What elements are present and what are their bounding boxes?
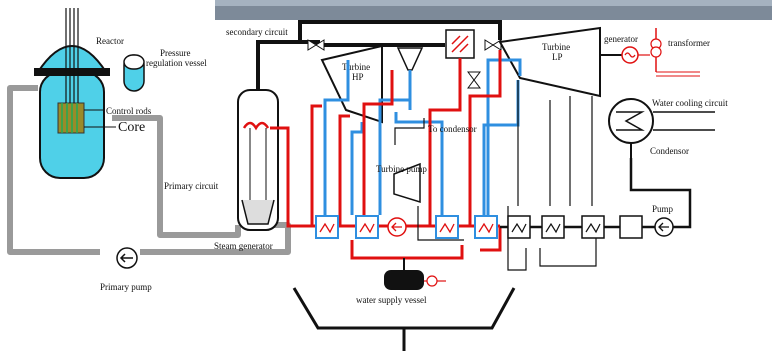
turbine-lp [500,28,600,96]
water-supply-vessel [384,258,446,290]
control-rods-label: Control rods [106,106,152,116]
primary-pump-label: Primary pump [100,282,152,292]
secondary-circuit-label: secondary circuit [226,27,288,37]
heater-2 [356,216,378,238]
pressure-vessel-label-2: regulation vessel [146,58,207,68]
condensate-pump [655,218,673,236]
pump-label: Pump [652,204,674,214]
water-cooling-circuit-label: Water cooling circuit [652,98,728,108]
generator-label: generator [604,34,638,44]
pressure-vessel-label-1: Pressure [160,48,191,58]
reheater [446,30,474,58]
steam-valve-3 [468,72,480,88]
heater-6 [542,216,564,238]
photo-strip-highlight [215,0,772,6]
turbine-lp-label-2: LP [552,52,563,62]
heater-4 [475,216,497,238]
transformer-label: transformer [668,38,710,48]
feed-pump-1 [388,218,406,236]
turbine-hp-label-2: HP [352,72,364,82]
primary-circuit-label: Primary circuit [164,181,219,191]
core-label: Core [118,120,145,135]
heater-1 [316,216,338,238]
heater-3 [436,216,458,238]
turbine-pump-label: Turbine pump [376,164,427,174]
to-condensor-label: To condensor [428,124,477,134]
pressure-regulation-vessel [124,55,144,91]
water-supply-vessel-label: water supply vessel [356,295,427,305]
reactor [34,8,116,178]
transformer [638,28,700,76]
heater-7 [582,216,604,238]
condensor-label: Condensor [650,146,689,156]
primary-pump [117,248,137,268]
turbine-hp [322,46,382,122]
turbine-lp-label-1: Turbine [542,42,570,52]
drain-lines [395,80,596,270]
hot-lines [270,50,500,258]
reactor-label: Reactor [96,36,124,46]
heater-5 [508,216,530,238]
turbine-hp-label-1: Turbine [342,62,370,72]
steam-generator-label: Steam generator [214,241,273,251]
steam-generator [238,90,278,230]
heater-8 [620,216,642,238]
generator [622,47,638,63]
